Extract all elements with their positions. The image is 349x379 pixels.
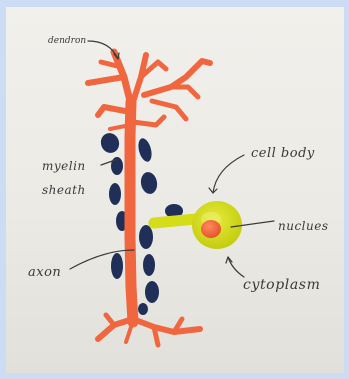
- label-myelin: myelin: [42, 160, 86, 172]
- label-cell-body: cell body: [251, 147, 315, 160]
- label-dendron: dendron: [48, 37, 86, 46]
- paper-sheet: dendron myelin sheath axon cell body nuc…: [6, 7, 344, 373]
- cell-body-stalk: [154, 219, 196, 223]
- label-pointer-lines: [70, 41, 274, 277]
- nucleus-model: [201, 220, 221, 238]
- label-cytoplasm: cytoplasm: [243, 278, 320, 292]
- label-nucleus: nuclues: [278, 220, 329, 232]
- label-axon: axon: [28, 266, 61, 279]
- label-sheath: sheath: [42, 184, 86, 196]
